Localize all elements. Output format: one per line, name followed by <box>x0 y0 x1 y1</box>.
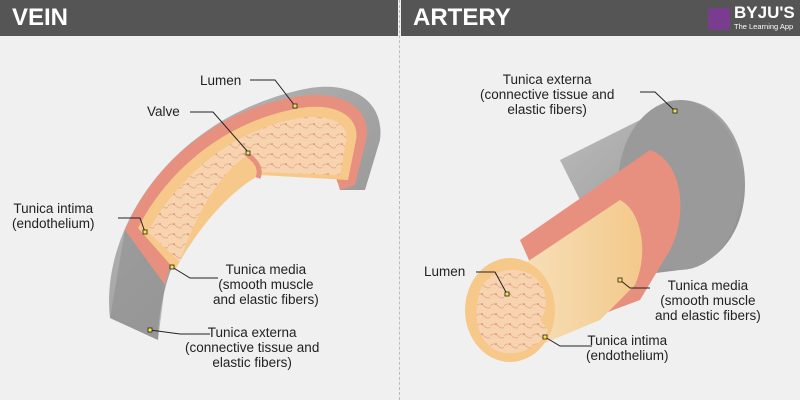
artery-intima-label: Tunica intima(endothelium) <box>586 333 669 363</box>
artery-diagram <box>465 100 745 362</box>
artery-header: ARTERY <box>401 0 800 36</box>
leader-lines <box>118 79 676 347</box>
vein-valve <box>246 152 262 179</box>
center-divider <box>399 0 401 400</box>
vein-valve-label: Valve <box>147 104 180 119</box>
brand-tagline: The Learning App <box>734 22 794 31</box>
artery-title: ARTERY <box>413 4 511 31</box>
brand-name: BYJU'S <box>734 3 795 22</box>
vein-lumen <box>148 116 347 262</box>
vein-intima-label: Tunica intima(endothelium) <box>12 201 95 231</box>
byjus-logo-icon <box>708 8 730 30</box>
vein-end-cap <box>110 230 165 340</box>
vein-title: VEIN <box>12 4 69 31</box>
artery-lumen-label: Lumen <box>424 264 466 279</box>
vein-diagram <box>109 86 381 341</box>
vein-header: VEIN <box>0 0 398 36</box>
label-markers <box>142 103 678 340</box>
artery-lumen <box>476 269 548 354</box>
vein-lumen-label: Lumen <box>200 73 242 88</box>
